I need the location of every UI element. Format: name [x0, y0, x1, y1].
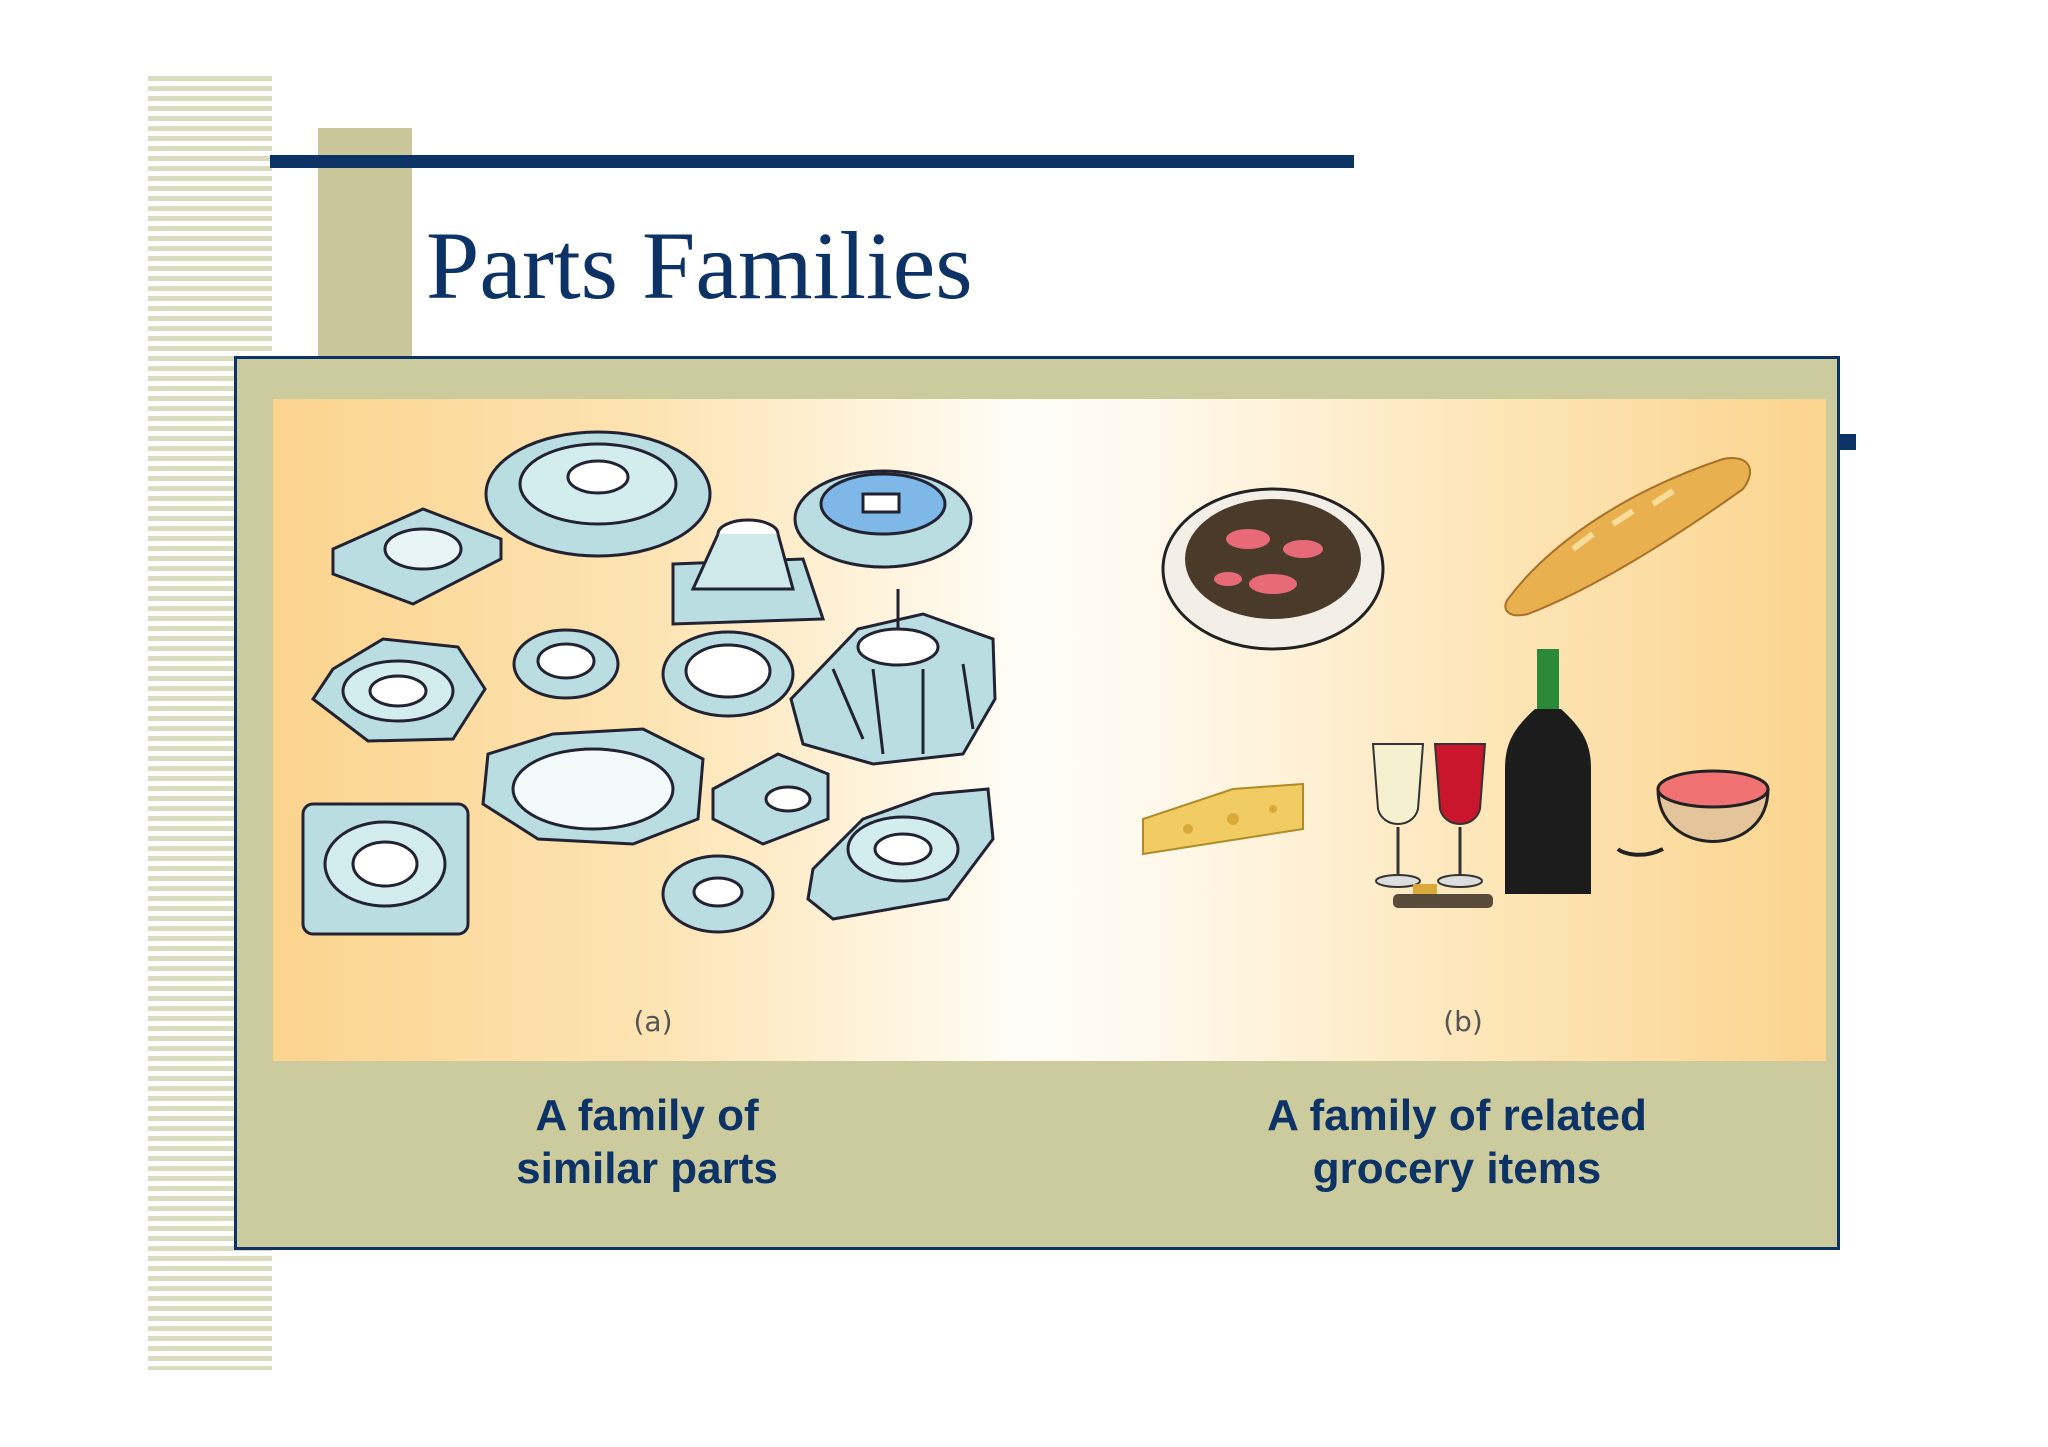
small-bottom-flange-part [661, 854, 775, 934]
baguette [1504, 457, 1752, 617]
title-rule [270, 155, 1354, 168]
cheese-wedge [1142, 782, 1304, 856]
figure-label-b: (b) [1443, 1005, 1483, 1038]
funnel-part [671, 518, 826, 626]
small-flange-part [512, 628, 620, 700]
caption-parts: A family of similar parts [367, 1089, 927, 1195]
figure-illustrations [301, 430, 1770, 936]
housing-part [331, 507, 503, 606]
parts-families-figure: (a) (b) [273, 399, 1826, 1061]
cup-part [711, 752, 830, 846]
square-flange-part [301, 802, 470, 936]
pasta-plate [1161, 487, 1385, 651]
round-cover-part [484, 430, 712, 558]
caption-grocery-line2: grocery items [1312, 1144, 1602, 1193]
caption-parts-line1: A family of [535, 1091, 759, 1140]
pillow-block-part [806, 787, 995, 921]
machine-parts-illustration [301, 430, 997, 936]
figure-label-a: (a) [633, 1005, 673, 1038]
hex-flange-part [310, 637, 487, 743]
blue-ring-part [793, 469, 973, 569]
figure-panel: (a) (b) A family of similar parts A fami… [234, 356, 1840, 1250]
grocery-items-illustration [1142, 457, 1770, 908]
white-wine-glass [1371, 743, 1425, 888]
caption-parts-line2: similar parts [516, 1144, 778, 1193]
corkscrew [1393, 884, 1493, 908]
red-wine-glass [1433, 743, 1487, 888]
sauce-bowl [1616, 769, 1770, 857]
caption-grocery-line1: A family of related [1267, 1091, 1647, 1140]
impeller-part [789, 589, 997, 766]
ring-part [661, 630, 795, 718]
caption-grocery: A family of related grocery items [1177, 1089, 1737, 1195]
slide-title: Parts Families [426, 212, 973, 319]
bracket-part [481, 727, 705, 846]
rule-end-mark [1840, 434, 1856, 450]
wine-bottle [1505, 649, 1591, 894]
